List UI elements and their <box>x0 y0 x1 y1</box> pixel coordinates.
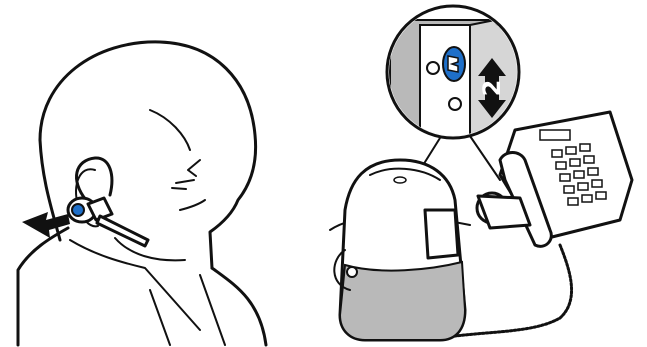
base-setup-panel: 2 <box>330 6 632 340</box>
eye <box>172 180 194 189</box>
step-number: 2 <box>478 80 506 97</box>
shoulder-left <box>18 228 68 345</box>
headset <box>68 198 148 246</box>
shirt-neck <box>115 238 185 260</box>
headset-fitting-panel <box>18 42 266 345</box>
shirt-collar <box>70 240 225 345</box>
headset-ear-loop <box>76 158 111 200</box>
headset-boom <box>97 216 148 246</box>
headset-cradle <box>425 210 458 258</box>
pointing-arrow-icon <box>22 212 70 238</box>
charging-base <box>334 160 465 340</box>
face-profile <box>150 110 205 210</box>
headset-button-blue <box>72 204 84 216</box>
magnifier-callout: 2 <box>387 6 520 180</box>
head-outline <box>40 42 256 268</box>
